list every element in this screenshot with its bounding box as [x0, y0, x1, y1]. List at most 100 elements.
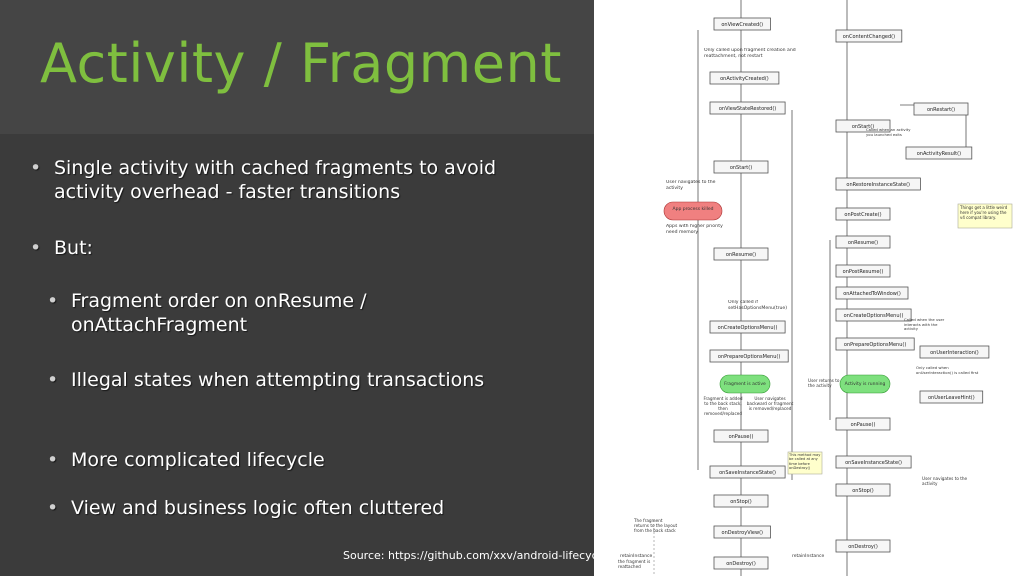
- fragment-lifecycle-box-label: onResume(): [726, 252, 756, 258]
- activity-lifecycle-box-label: onUserInteraction(): [930, 350, 979, 356]
- options-menu-wrap: Only called if setHasOptionsMenu(true): [728, 300, 788, 311]
- activity-lifecycle-box-label: onPrepareOptionsMenu(): [844, 342, 906, 348]
- fragment-lifecycle-box: [709, 349, 789, 363]
- fragment-lifecycle-box: [713, 494, 769, 508]
- higher-priority-wrap: Apps with higher priority need memory: [666, 224, 723, 235]
- activity-lifecycle-box-label: onSaveInstanceState(): [845, 460, 902, 466]
- activity-lifecycle-box: [835, 337, 915, 351]
- activity-lifecycle-box: [835, 177, 921, 191]
- fragment-returns-wrap: The fragment returns to the layout from …: [634, 518, 677, 533]
- called-activity-note: Called when an activity you launched exi…: [866, 128, 911, 137]
- fragment-lifecycle-box: [709, 71, 780, 85]
- sub-bullet-item: • Illegal states when attempting transac…: [47, 368, 531, 392]
- user-navigates-wrap: User navigates to the activity: [666, 180, 716, 191]
- fragment-lifecycle-box: [709, 101, 786, 115]
- only-called-wrap: Only called when onUserInteraction() is …: [916, 366, 978, 374]
- called-user-note: Called when the user interacts with the …: [904, 318, 945, 332]
- bullet-item: • Single activity with cached fragments …: [30, 156, 534, 204]
- slide-content: • Single activity with cached fragments …: [0, 134, 594, 576]
- bullet-text: Single activity with cached fragments to…: [54, 157, 497, 203]
- bullet-text: But:: [54, 237, 93, 259]
- user-returns-note: User returns to the activity: [808, 378, 840, 388]
- app-process-killed-pill: [663, 201, 723, 221]
- called-user-wrap: Called when the user interacts with the …: [904, 318, 945, 332]
- activity-lifecycle-box-label: onStop(): [852, 488, 874, 494]
- fragment-lifecycle-box-label: onPause(): [729, 434, 754, 440]
- lifecycle-diagram-svg: onViewCreated()onActivityCreated()onView…: [618, 0, 1013, 576]
- user-navigates-note: User navigates to the activity: [666, 180, 716, 191]
- slide-title: Activity / Fragment: [40, 32, 562, 95]
- fragment-lifecycle-box-label: onActivityCreated(): [720, 76, 769, 82]
- fragment-lifecycle-box: [713, 17, 771, 31]
- fragment-added-wrap: Fragment is added to the back stack, the…: [703, 396, 743, 416]
- may-be-called-note: [787, 451, 823, 475]
- reattached-wrap: the fragment is reattached: [618, 559, 651, 569]
- sub-bullet-text: Fragment order on onResume / onAttachFra…: [71, 290, 367, 336]
- activity-lifecycle-box: [835, 455, 912, 469]
- activity-lifecycle-box: [835, 539, 891, 553]
- weird-note-text: Things get a little weird here if you're…: [960, 205, 1008, 220]
- activity-running-pill: [839, 374, 891, 394]
- bullet-marker: •: [47, 369, 59, 391]
- user-backward-wrap: User navigates backward or fragment is r…: [746, 396, 794, 411]
- activity-lifecycle-box: [835, 119, 891, 133]
- activity-lifecycle-box: [835, 483, 891, 497]
- activity-lifecycle-box: [835, 235, 891, 249]
- may-be-called-text-wrap: This method may be called at any time be…: [789, 453, 821, 471]
- title-bar: Activity / Fragment: [0, 0, 594, 134]
- fragment-lifecycle-box: [709, 465, 786, 479]
- activity-lifecycle-box-label: onPostCreate(): [844, 212, 881, 218]
- activity-lifecycle-box-label: onAttachedToWindow(): [843, 291, 901, 297]
- options-menu-note: Only called if setHasOptionsMenu(true): [728, 300, 788, 311]
- sub-bullet-text: View and business logic often cluttered: [71, 497, 445, 519]
- fragment-lifecycle-box-label: onPrepareOptionsMenu(): [718, 354, 780, 360]
- activity-lifecycle-box-label: onActivityResult(): [917, 151, 961, 157]
- user-returns-wrap: User returns to the activity: [808, 378, 840, 388]
- activity-running-label: Activity is running: [845, 381, 886, 387]
- sub-bullet-text: More complicated lifecycle: [71, 449, 325, 471]
- fragment-active-label: Fragment is active: [724, 381, 766, 387]
- activity-lifecycle-box: [905, 146, 973, 160]
- activity-lifecycle-box: [919, 390, 984, 404]
- fragment-lifecycle-box: [713, 429, 769, 443]
- reattached-note: the fragment is reattached: [618, 559, 651, 569]
- user-navigates-right-wrap: User navigates to the activity: [922, 476, 967, 486]
- retain-instance-label: retainInstance: [620, 553, 653, 559]
- fragment-lifecycle-box: [713, 525, 771, 539]
- fragment-active-pill: [719, 374, 771, 394]
- sub-bullet-item: • More complicated lifecycle: [47, 448, 531, 472]
- fragment-lifecycle-box-label: onViewCreated(): [721, 22, 763, 28]
- sub-bullet-item: • View and business logic often cluttere…: [47, 496, 551, 520]
- fragment-lifecycle-box: [713, 247, 769, 261]
- fragment-lifecycle-box: [713, 556, 769, 570]
- user-backward-note: User navigates backward or fragment is r…: [746, 396, 794, 411]
- fragment-added-note: Fragment is added to the back stack, the…: [703, 396, 743, 416]
- activity-lifecycle-box: [835, 286, 909, 300]
- higher-priority-note: Apps with higher priority need memory: [666, 224, 723, 235]
- sub-bullet-text: Illegal states when attempting transacti…: [71, 369, 485, 391]
- weird-note-text-wrap: Things get a little weird here if you're…: [960, 205, 1008, 220]
- bullet-marker: •: [30, 157, 42, 179]
- app-process-killed-label: App process killed: [673, 206, 714, 212]
- called-activity-wrap: Called when an activity you launched exi…: [866, 128, 911, 137]
- activity-lifecycle-box-label: onCreateOptionsMenu(): [844, 313, 904, 319]
- activity-lifecycle-box-label: onContentChanged(): [843, 34, 895, 40]
- bullet-marker: •: [30, 237, 42, 259]
- fragment-creation-wrap: Only called upon fragment creation and r…: [704, 48, 796, 59]
- activity-lifecycle-box-label: onDestroy(): [848, 544, 878, 550]
- fragment-lifecycle-box-label: onDestroyView(): [722, 530, 763, 536]
- sub-bullet-item: • Fragment order on onResume / onAttachF…: [47, 289, 531, 337]
- fragment-lifecycle-box-label: onCreateOptionsMenu(): [718, 325, 778, 331]
- activity-lifecycle-box: [835, 417, 891, 431]
- fragment-lifecycle-box-label: onSaveInstanceState(): [719, 470, 776, 476]
- source-citation: Source: https://github.com/xxv/android-l…: [343, 549, 608, 562]
- weird-note: [957, 203, 1013, 229]
- activity-lifecycle-box-label: onPause(): [851, 422, 876, 428]
- bullet-marker: •: [47, 449, 59, 471]
- fragment-creation-note: Only called upon fragment creation and r…: [704, 48, 796, 59]
- activity-lifecycle-box-label: onResume(): [848, 240, 878, 246]
- may-be-called-text: This method may be called at any time be…: [789, 453, 821, 471]
- activity-lifecycle-box-label: onRestart(): [927, 107, 955, 113]
- lifecycle-diagram: onViewCreated()onActivityCreated()onView…: [594, 0, 1024, 576]
